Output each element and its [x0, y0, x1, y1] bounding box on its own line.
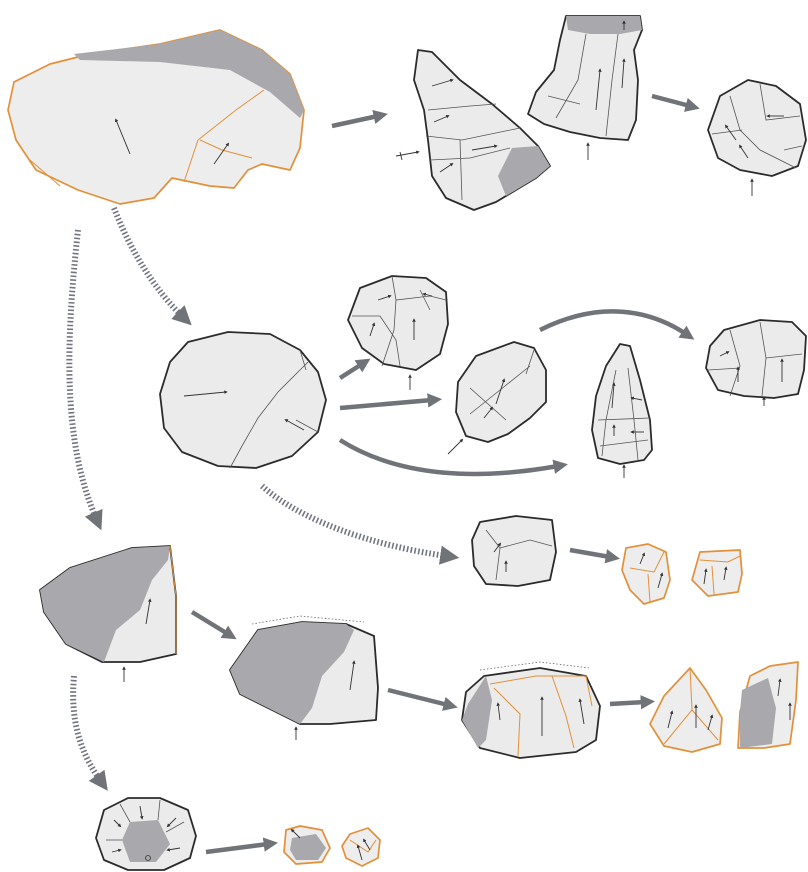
- radial-core-small: [96, 798, 196, 870]
- flow-arrow-disc-to-flake: [340, 400, 432, 408]
- flow-arrow-disc-to-pointed-blade: [340, 440, 558, 474]
- flow-arrow-flake-to-core-right: [540, 311, 686, 334]
- triangular-flake: [650, 668, 722, 752]
- flow-arrow-source-to-blade-core: [332, 116, 378, 126]
- cortical-flake: [738, 662, 798, 748]
- flow-arrow-blade-core-to-small-core: [652, 96, 690, 106]
- disc-core: [160, 332, 326, 468]
- tiny-flake-b: [342, 828, 380, 866]
- elongated-flake: [396, 50, 550, 210]
- small-flake-a: [622, 544, 670, 604]
- flow-arrow-small-block-to-flakes: [570, 550, 610, 557]
- flat-core: [462, 662, 600, 758]
- blade-core: [528, 16, 642, 160]
- source-block: [8, 30, 304, 204]
- small-core-top: [708, 80, 806, 196]
- flow-arrow-cortex-block-to-core: [192, 612, 228, 634]
- flow-arrow-core-to-flat-core: [388, 690, 448, 705]
- pointed-blade: [592, 344, 652, 478]
- flow-arrows: [192, 96, 690, 852]
- cortex-block: [40, 546, 176, 682]
- flow-arrow-flat-core-to-flakes: [610, 702, 645, 704]
- flake-center: [448, 342, 546, 454]
- tiny-flake-a: [284, 826, 330, 864]
- dotted-arrow-cortex-block-to-radial: [73, 676, 100, 780]
- dotted-arrow-source-to-cortex-block: [69, 230, 96, 518]
- flow-arrow-disc-to-small-core: [340, 364, 362, 378]
- small-flake-b: [692, 550, 742, 596]
- small-core-upper: [348, 276, 448, 390]
- core-right: [706, 320, 806, 406]
- small-block-mid: [472, 516, 556, 586]
- flow-arrow-radial-core-to-flakes: [206, 844, 268, 852]
- cortex-core: [230, 616, 378, 740]
- dotted-arrow-source-to-disc: [114, 208, 182, 316]
- dotted-arrow-disc-to-small-block: [262, 486, 446, 556]
